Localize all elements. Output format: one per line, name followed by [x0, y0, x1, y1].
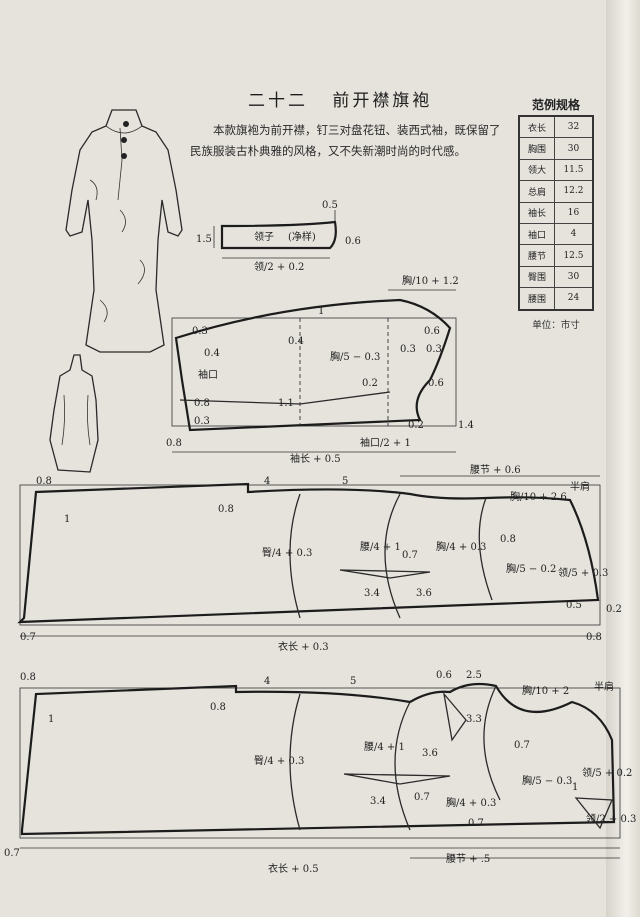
spec-table-title: 范例规格 — [531, 98, 580, 112]
front-v4: 4 — [264, 676, 270, 687]
back-v34: 3.4 — [364, 588, 380, 599]
section-number: 二十二 — [248, 91, 308, 111]
spec-row-value: 24 — [553, 287, 594, 311]
sleeve-mid-label: 胸/5 − 0.3 — [330, 350, 380, 363]
front-length: 衣长 + 0.5 — [268, 862, 319, 875]
back-v4: 4 — [264, 476, 270, 487]
collar-d1-label: 0.5 — [322, 200, 338, 211]
back-shoulder-label: 半肩 — [570, 480, 590, 493]
front-v06: 0.6 — [436, 670, 452, 681]
front-v5: 5 — [350, 676, 356, 687]
back-panel-pattern: 腰节 + 0.6 半肩 0.8 1 4 0.8 5 胸/10 + 2.6 0.8… — [17, 464, 622, 653]
front-v07b: 0.7 — [414, 792, 430, 803]
back-waist-label: 腰节 + 0.6 — [470, 464, 521, 476]
front-v08b: 0.8 — [210, 702, 226, 713]
front-lc: 领/2 + 0.3 — [586, 812, 636, 825]
collar-label: 领子 — [254, 230, 274, 243]
sleeve-cuff-width-label: 袖口/2 + 1 — [360, 436, 411, 449]
sleeve-v1: 0.3 — [192, 326, 208, 337]
back-v08a: 0.8 — [36, 476, 52, 487]
dress-front-illustration — [65, 109, 183, 353]
back-v07: 0.7 — [402, 550, 418, 561]
front-v08a: 0.8 — [20, 672, 36, 683]
back-v07b: 0.7 — [20, 632, 36, 643]
sleeve-v14: 0.8 — [166, 438, 182, 449]
back-v5: 5 — [342, 476, 348, 487]
sleeve-v12: 0.3 — [194, 416, 210, 427]
back-v08b: 0.8 — [218, 504, 234, 515]
page-title: 二十二 前开襟旗袍 — [248, 86, 432, 111]
back-hip: 臀/4 + 0.3 — [262, 547, 312, 559]
sleeve-v10: 0.8 — [194, 398, 210, 409]
front-waist4: 腰/4 + 1 — [364, 741, 405, 753]
sleeve-v2: 0.4 — [204, 348, 220, 359]
sleeve-v15: 1.4 — [458, 420, 474, 431]
section-title: 前开襟旗袍 — [332, 91, 433, 111]
collar-formula-label: 领/2 + 0.2 — [254, 260, 304, 273]
sleeve-v3: 1 — [318, 306, 324, 317]
front-hip: 臀/4 + 0.3 — [254, 755, 304, 767]
front-chest4: 胸/4 + 0.3 — [446, 796, 496, 809]
sleeve-length-label: 袖长 + 0.5 — [290, 452, 341, 465]
front-neck: 领/5 + 0.2 — [582, 766, 632, 779]
spec-row-label: 臀围 — [518, 265, 555, 289]
sleeve-v5: 0.3 — [400, 344, 416, 355]
back-chest4: 胸/4 + 0.3 — [436, 540, 486, 553]
intro-paragraph: 本款旗袍为前开襟，钉三对盘花钮、装西式袖，既保留了民族服装古朴典雅的风格，又不失… — [190, 123, 501, 158]
spec-row-value: 30 — [553, 265, 594, 289]
dress-back-illustration — [49, 354, 99, 473]
back-v02: 0.2 — [606, 604, 622, 615]
collar-net-label: (净样) — [288, 230, 316, 243]
front-v34: 3.4 — [370, 796, 386, 807]
sleeve-v11: 1.1 — [278, 398, 294, 409]
front-v07c: 0.7 — [468, 818, 484, 829]
back-v08c: 0.8 — [500, 534, 516, 545]
sleeve-v8: 0.6 — [428, 378, 444, 389]
back-v08d: 0.8 — [586, 632, 602, 643]
collar-width-label: 1.5 — [196, 234, 212, 245]
front-v25: 2.5 — [466, 670, 482, 681]
front-chest5: 胸/5 − 0.3 — [522, 774, 572, 787]
sleeve-v4: 0.6 — [424, 326, 440, 337]
back-neck: 领/5 + 0.3 — [558, 566, 608, 579]
sleeve-pattern: 胸/10 + 1.2 0.3 0.4 1 0.6 0.3 0.3 0.4 0.6… — [166, 274, 474, 465]
front-v36: 3.6 — [422, 748, 438, 759]
back-waist4: 腰/4 + 1 — [360, 541, 401, 553]
spec-row-label: 腰围 — [518, 287, 555, 311]
back-length: 衣长 + 0.3 — [278, 640, 329, 653]
front-v1: 1 — [48, 714, 54, 725]
front-chest10: 胸/10 + 2 — [522, 684, 569, 697]
spec-unit: 单位：市寸 — [532, 319, 580, 331]
collar-d2-label: 0.6 — [345, 236, 361, 247]
back-v36: 3.6 — [416, 588, 432, 599]
front-waist: 腰节 + .5 — [446, 853, 490, 865]
sleeve-v9: 0.2 — [408, 420, 424, 431]
front-panel-pattern: 0.8 1 4 0.8 5 0.6 2.5 胸/10 + 2 半肩 3.3 0.… — [4, 670, 636, 875]
back-v05: 0.5 — [566, 600, 582, 611]
sleeve-v6: 0.3 — [426, 344, 442, 355]
front-v33: 3.3 — [466, 714, 482, 725]
collar-pattern: 1.5 领子 (净样) 0.5 0.6 领/2 + 0.2 — [196, 200, 361, 273]
front-v07: 0.7 — [514, 740, 530, 751]
sleeve-v13: 0.2 — [362, 378, 378, 389]
back-v1: 1 — [64, 514, 70, 525]
back-chest5: 胸/5 − 0.2 — [506, 562, 556, 575]
sleeve-cuff-label: 袖口 — [198, 368, 218, 381]
sleeve-top-label: 胸/10 + 1.2 — [402, 274, 459, 287]
back-chest1: 胸/10 + 2.6 — [510, 490, 567, 503]
front-v07d: 0.7 — [4, 848, 20, 859]
front-shoulder: 半肩 — [594, 680, 614, 693]
front-v1b: 1 — [572, 782, 578, 793]
sleeve-v7: 0.4 — [288, 336, 304, 347]
